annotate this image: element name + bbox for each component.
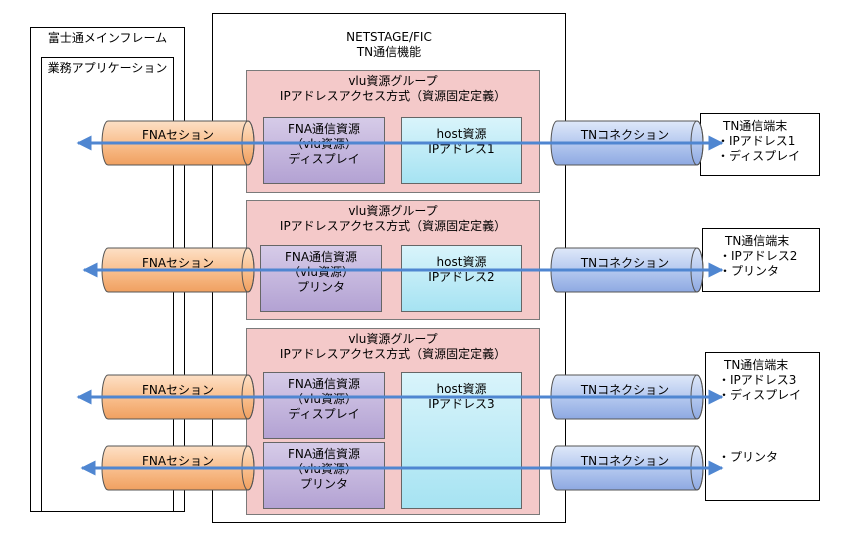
fna-resource-1: FNA通信資源（vlu資源）ディスプレイ <box>263 117 385 184</box>
tn-terminal-3: TN通信端末 ・IPアドレス3 ・ディスプレイ ・プリンタ <box>705 352 820 501</box>
tn-connection-label-3: TNコネクション <box>580 383 670 397</box>
mainframe-title: 富士通メインフレーム <box>47 31 168 45</box>
tn-connection-label-2: TNコネクション <box>580 256 670 270</box>
tn-connection-label-4: TNコネクション <box>580 454 670 468</box>
fna-session-label-2: FNAセション <box>141 256 215 270</box>
fna-session-label-1: FNAセション <box>141 128 215 142</box>
business-app-title: 業務アプリケーション <box>47 61 168 75</box>
tn-terminal-2: TN通信端末 ・IPアドレス2 ・プリンタ <box>702 228 820 292</box>
netstage-title: NETSTAGE/FIC <box>346 30 432 44</box>
fna-session-label-4: FNAセション <box>141 454 215 468</box>
tn-connection-label-1: TNコネクション <box>580 128 670 142</box>
fna-session-label-3: FNAセション <box>141 383 215 397</box>
fna-resource-2: FNA通信資源（vlu資源）プリンタ <box>260 245 382 312</box>
netstage-subtitle: TN通信機能 <box>356 45 422 59</box>
